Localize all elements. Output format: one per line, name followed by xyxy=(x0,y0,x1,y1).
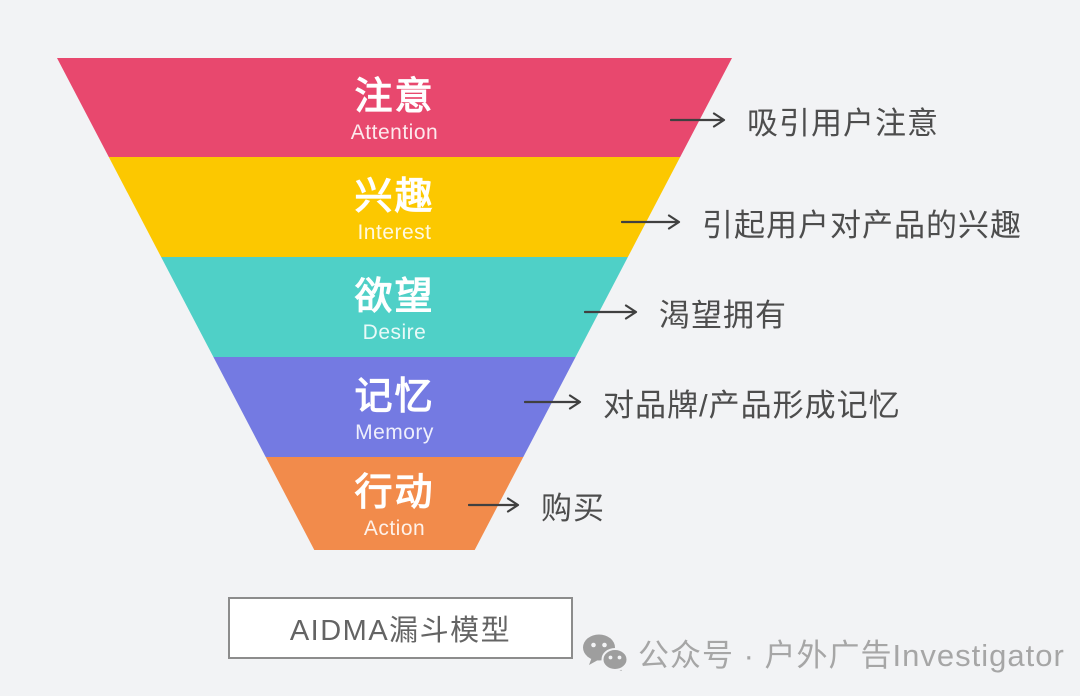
level-title-en: Attention xyxy=(350,121,439,144)
level-title-zh: 注意 xyxy=(354,76,435,118)
level-title-zh: 欲望 xyxy=(354,275,435,318)
caption-text: AIDMA漏斗模型 xyxy=(289,615,512,647)
funnel-level-memory: 记忆 Memory xyxy=(213,357,576,457)
right-arrow-icon xyxy=(621,214,681,230)
annotation-interest: 引起用户对产品的兴趣 xyxy=(621,202,1022,243)
level-title-en: Memory xyxy=(355,420,434,444)
annotation-text: 引起用户对产品的兴趣 xyxy=(702,207,1022,243)
level-title-en: Interest xyxy=(357,220,432,244)
level-title-zh: 行动 xyxy=(354,472,435,514)
level-title-en: Desire xyxy=(362,320,427,344)
right-arrow-icon xyxy=(584,304,638,320)
level-title-zh: 记忆 xyxy=(354,375,435,418)
right-arrow-icon xyxy=(524,394,582,410)
annotation-text: 购买 xyxy=(541,490,605,526)
level-title-zh: 兴趣 xyxy=(354,175,435,218)
watermark-text: 公众号 · 户外广告Investigator xyxy=(638,638,1065,673)
annotation-memory: 对品牌/产品形成记忆 xyxy=(524,382,901,423)
wechat-icon xyxy=(583,634,628,671)
funnel-level-attention: 注意 Attention xyxy=(57,58,732,157)
level-title-en: Action xyxy=(363,517,426,540)
right-arrow-icon xyxy=(670,112,726,128)
watermark: 公众号 · 户外广告Investigator xyxy=(582,630,1065,675)
funnel-level-action: 行动 Action xyxy=(265,457,524,550)
caption-box: AIDMA漏斗模型 xyxy=(228,597,573,659)
annotation-text: 对品牌/产品形成记忆 xyxy=(603,387,901,423)
annotation-text: 吸引用户注意 xyxy=(747,105,939,141)
annotation-desire: 渴望拥有 xyxy=(584,292,787,333)
funnel-level-interest: 兴趣 Interest xyxy=(108,157,681,257)
annotation-attention: 吸引用户注意 xyxy=(670,100,939,141)
annotation-action: 购买 xyxy=(468,485,605,526)
right-arrow-icon xyxy=(468,497,520,513)
funnel-level-desire: 欲望 Desire xyxy=(161,257,628,357)
annotation-text: 渴望拥有 xyxy=(659,297,787,333)
funnel-diagram: 注意 Attention 兴趣 Interest 欲望 Desire 记忆 Me… xyxy=(57,58,732,550)
